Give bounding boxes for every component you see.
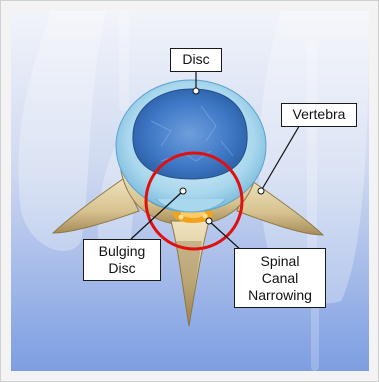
intervertebral-disc bbox=[116, 80, 266, 212]
label-disc: Disc bbox=[170, 48, 222, 72]
label-bulging-disc: Bulging Disc bbox=[83, 239, 161, 281]
label-spinal-canal-narrowing: Spinal Canal Narrowing bbox=[234, 248, 326, 308]
label-vertebra: Vertebra bbox=[281, 103, 357, 127]
illustration-panel: Disc Vertebra Bulging Disc Spinal Canal … bbox=[11, 11, 369, 371]
